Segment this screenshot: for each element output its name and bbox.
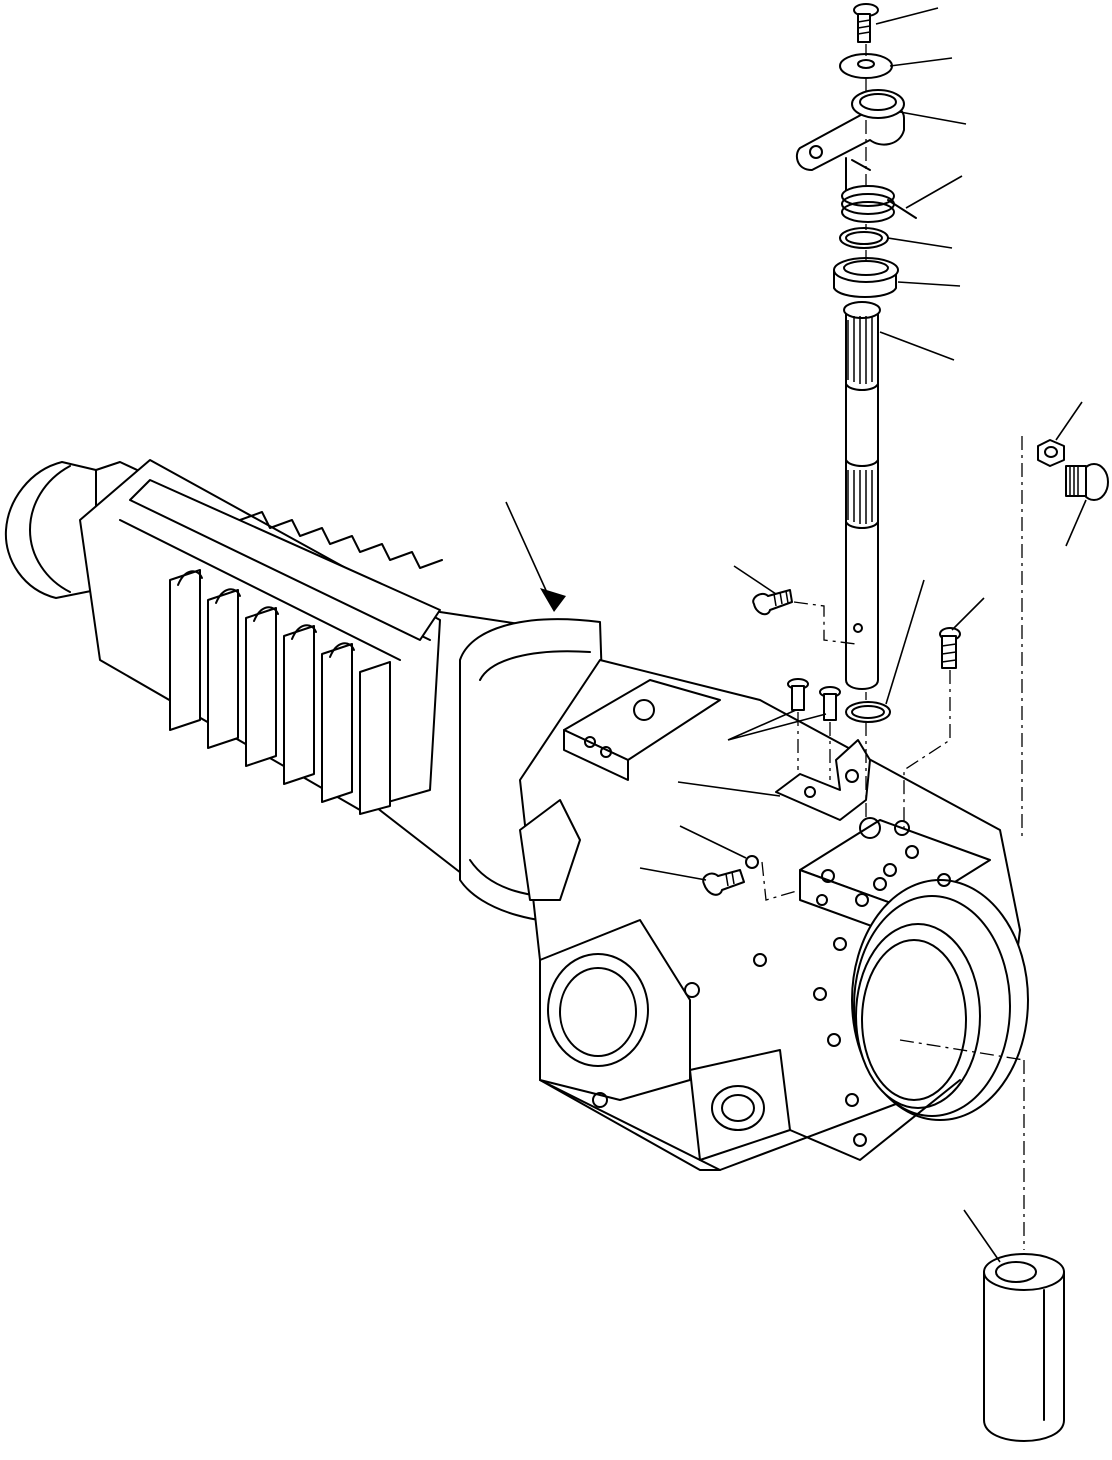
ball	[745, 855, 759, 869]
leader-nut	[1055, 401, 1083, 441]
leader-o-ring	[887, 237, 953, 249]
set-bolt	[702, 869, 745, 896]
nut	[1037, 439, 1065, 467]
leader-splined-shaft	[879, 331, 955, 361]
leader-sleeve	[963, 1209, 1001, 1263]
shaft-lock-bolt	[752, 589, 793, 616]
leader-breather-plug	[951, 597, 985, 631]
leader-torsion-spring	[905, 175, 963, 209]
axle-housing	[4, 459, 1029, 1171]
leader-washer	[889, 57, 953, 67]
callout-leaders	[505, 7, 1087, 1263]
o-ring	[839, 227, 889, 249]
torsion-spring	[841, 157, 917, 223]
bracket-bolt	[787, 678, 841, 721]
shaft-top-bolt	[853, 3, 879, 43]
leader-snap-ring	[885, 579, 925, 705]
bracket	[775, 739, 871, 821]
housing-arrow-head	[540, 588, 566, 612]
washer	[839, 53, 893, 79]
leader-ball	[679, 825, 747, 859]
leader-shaft-top-bolt	[875, 7, 939, 25]
lever-arm	[795, 89, 905, 171]
leader-bracket	[677, 781, 781, 797]
snap-ring	[845, 701, 891, 723]
splined-shaft	[843, 301, 881, 690]
leader-shaft-lock-bolt	[733, 565, 777, 595]
leader-bushing	[897, 281, 961, 287]
breather-plug	[939, 627, 961, 669]
leader-bracket-bolt	[727, 709, 827, 741]
sleeve	[983, 1253, 1065, 1442]
leader-lever-arm	[899, 111, 967, 125]
assembly-lines	[761, 44, 1025, 1250]
bushing	[833, 257, 899, 298]
leader-plug	[1065, 499, 1087, 547]
plug	[1065, 463, 1109, 501]
leader-set-bolt	[639, 867, 707, 881]
